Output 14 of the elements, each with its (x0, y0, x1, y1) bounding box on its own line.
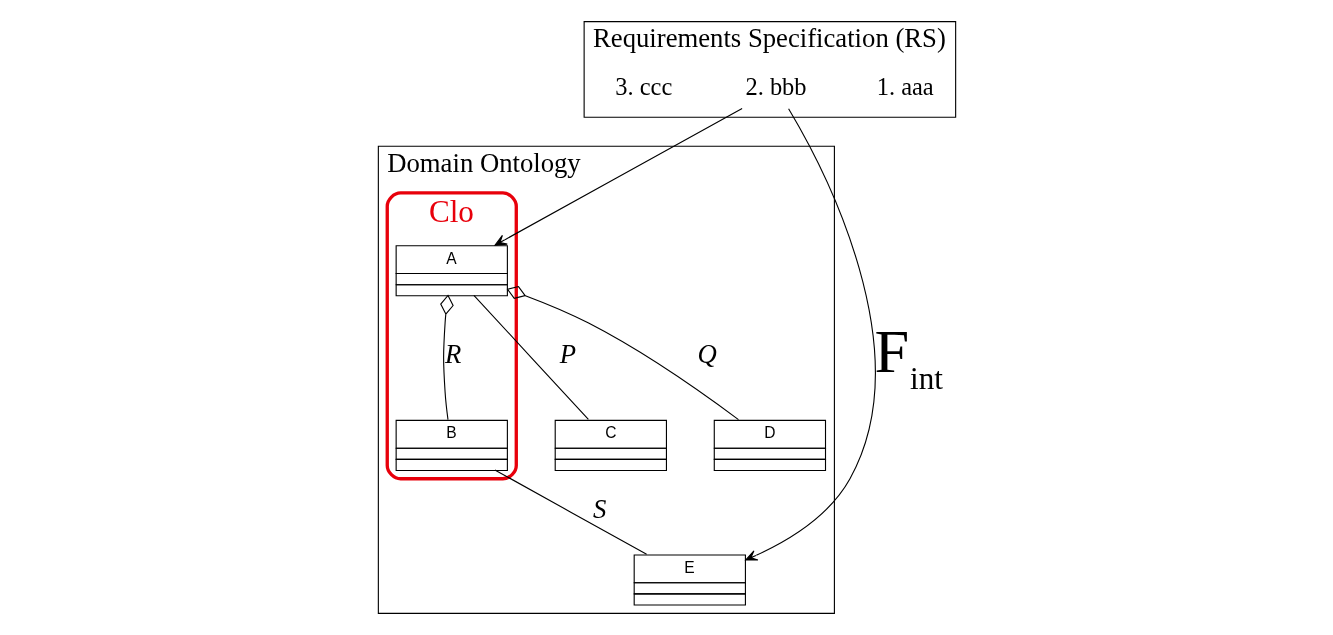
edge-label: F$_{int}$ (873, 315, 943, 397)
edge-label: P (559, 339, 576, 370)
edge-label: S (592, 493, 606, 524)
arrow (494, 107, 743, 246)
arrow (744, 108, 876, 561)
edge-label: Q (697, 339, 717, 370)
node-text: 3. ccc (614, 72, 672, 100)
edge-label: R (444, 339, 461, 370)
node-text: 2. bbb (744, 72, 807, 100)
connector (439, 294, 454, 421)
connector (472, 294, 589, 420)
connector (506, 285, 739, 421)
node-text: 1. aaa (876, 72, 934, 100)
connector (493, 469, 647, 555)
